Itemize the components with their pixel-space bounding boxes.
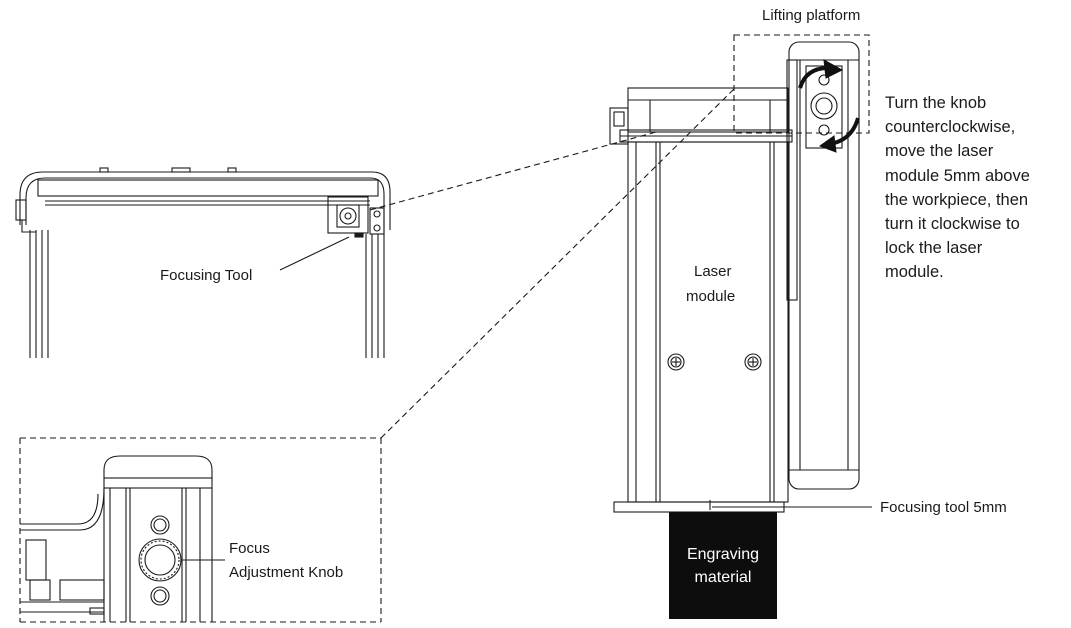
lifting-platform-label: Lifting platform xyxy=(762,7,861,24)
phillips-screw-icon xyxy=(667,353,685,371)
focus-knob-label-line1: Focus xyxy=(229,540,270,557)
instruction-line: counterclockwise, xyxy=(885,118,1016,137)
instructions-text: Turn the knob counterclockwise, move the… xyxy=(885,91,1030,285)
laser-module-assembly xyxy=(609,41,872,513)
laser-module-label-line1: Laser xyxy=(694,263,732,280)
focusing-tool-5mm-label: Focusing tool 5mm xyxy=(880,499,1007,516)
focus-knob-label-line2: Adjustment Knob xyxy=(229,564,344,581)
focusing-tool-label: Focusing Tool xyxy=(160,267,253,284)
engraving-material-line2: material xyxy=(694,569,752,586)
engraver-frame-overview xyxy=(15,167,391,358)
instruction-line: the workpiece, then xyxy=(885,190,1029,209)
instruction-line: turn it clockwise to xyxy=(885,215,1020,234)
focus-knob-detail xyxy=(20,455,225,622)
engraving-material-line1: Engraving xyxy=(686,546,760,563)
laser-module-label-line2: module xyxy=(686,288,736,305)
phillips-screw-icon xyxy=(744,353,762,371)
instruction-line: lock the laser xyxy=(885,239,983,258)
engraving-material-block xyxy=(669,512,777,619)
engraving-material-label: Engraving material xyxy=(669,543,777,589)
instruction-line: move the laser xyxy=(885,142,994,161)
instruction-line: Turn the knob xyxy=(885,94,987,112)
curved-rotate-arrows-icon xyxy=(798,59,860,153)
knurled-knob-icon xyxy=(138,538,182,582)
instruction-line: module 5mm above xyxy=(885,166,1030,185)
instruction-line: module. xyxy=(885,263,944,282)
